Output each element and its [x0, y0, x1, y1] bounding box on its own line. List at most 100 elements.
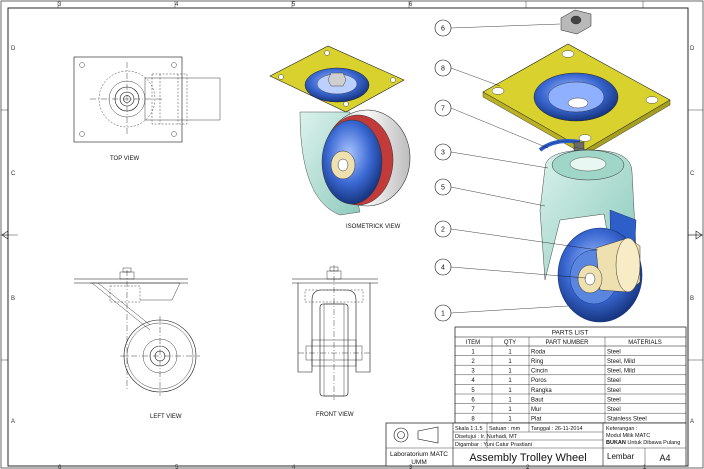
balloon-1: 1	[434, 304, 569, 322]
module-text: Modul Milik MATC	[606, 433, 650, 439]
zone-right-d: D	[690, 46, 695, 52]
svg-text:1: 1	[508, 388, 512, 394]
svg-text:Steel: Steel	[607, 407, 621, 413]
unit-text: Satuan : mm	[489, 426, 521, 432]
isometric-view: ISOMETRICK VIEW	[269, 45, 411, 230]
svg-text:1: 1	[508, 359, 512, 365]
drawing-title: Assembly Trolley Wheel	[469, 452, 586, 464]
svg-text:1: 1	[441, 311, 445, 318]
svg-text:Steel: Steel	[607, 378, 621, 384]
table-row: 4 1 Poros Steel	[471, 378, 620, 384]
svg-text:Steel, Mild: Steel, Mild	[607, 369, 635, 375]
svg-text:2: 2	[441, 227, 445, 234]
sheet-label: Lembar	[607, 452, 634, 461]
plate-part	[482, 43, 671, 156]
svg-text:Steel: Steel	[607, 349, 621, 355]
zone-right-a: A	[690, 419, 694, 425]
col-header-qty: QTY	[504, 340, 516, 346]
date-text: Tanggal : 26-11-2014	[531, 426, 583, 432]
parts-list-table: PARTS LIST ITEM QTY PART NUMBER MATERIAL…	[454, 326, 687, 424]
col-header-part-number: PART NUMBER	[545, 340, 589, 346]
svg-text:1: 1	[508, 349, 512, 355]
svg-text:Stainless Steel: Stainless Steel	[607, 417, 647, 423]
zone-top-1: 3	[58, 2, 62, 8]
balloon-7: 7	[434, 99, 549, 149]
table-row: 2 1 Ring Steel, Mild	[471, 359, 635, 365]
institution-name: UMM	[411, 459, 427, 466]
isometric-view-label: ISOMETRICK VIEW	[346, 224, 401, 230]
svg-text:6: 6	[58, 465, 62, 469]
zone-left-b: B	[11, 296, 15, 302]
zone-right-b: B	[690, 296, 694, 302]
remarks-label: Keterangan :	[606, 426, 638, 432]
svg-text:6: 6	[471, 397, 475, 403]
projection-symbol-icon	[393, 426, 439, 444]
nut-part	[560, 9, 592, 35]
paper-size: A4	[659, 453, 670, 463]
svg-text:Poros: Poros	[531, 378, 547, 384]
svg-text:Plat: Plat	[531, 417, 542, 423]
zone-right-c: C	[690, 171, 695, 177]
top-view: TOP VIEW	[73, 56, 221, 162]
svg-text:1: 1	[508, 417, 512, 423]
svg-text:2: 2	[526, 465, 530, 469]
svg-text:7: 7	[471, 407, 475, 413]
balloon-3: 3	[434, 143, 549, 169]
front-view: FRONT VIEW	[292, 265, 378, 418]
svg-text:Steel: Steel	[607, 388, 621, 394]
zone-top-3: 5	[292, 2, 296, 8]
balloon-5: 5	[434, 178, 546, 207]
parts-list-title: PARTS LIST	[552, 330, 589, 337]
zone-left-c: C	[11, 171, 16, 177]
svg-text:5: 5	[471, 388, 475, 394]
zone-left-a: A	[11, 419, 15, 425]
bushing-part	[595, 237, 641, 293]
zone-markers: 3 4 5 6 D C B A D C B A	[11, 2, 695, 425]
svg-text:6: 6	[441, 26, 445, 33]
svg-text:1: 1	[508, 397, 512, 403]
not-for-takeaway-text: BUKAN Untuk Dibawa Pulang	[606, 440, 680, 446]
top-view-label: TOP VIEW	[110, 156, 139, 162]
table-row: 7 1 Mur Steel	[471, 407, 620, 413]
svg-text:3: 3	[441, 150, 445, 157]
svg-text:4: 4	[471, 378, 475, 384]
balloon-2: 2	[434, 220, 599, 251]
axle-part	[577, 264, 603, 294]
lab-name: Laboratorium MATC	[390, 451, 448, 458]
left-view: LEFT VIEW	[74, 267, 200, 420]
zone-top-2: 4	[175, 2, 179, 8]
svg-text:Steel, Mild: Steel, Mild	[607, 359, 635, 365]
balloon-4: 4	[434, 258, 587, 279]
col-header-materials: MATERIALS	[628, 340, 662, 346]
title-block: Skala 1:1.5 Satuan : mm Tanggal : 26-11-…	[385, 422, 687, 467]
svg-text:8: 8	[471, 417, 475, 423]
col-header-item: ITEM	[466, 340, 480, 346]
zone-left-d: D	[11, 46, 16, 52]
zone-markers-bottom: 6 5 4 3 2 1	[58, 465, 647, 469]
exploded-view: 6 8 7 3 5 2 4	[434, 9, 671, 323]
svg-text:5: 5	[441, 185, 445, 192]
svg-text:7: 7	[441, 106, 445, 113]
table-row: 8 1 Plat Stainless Steel	[471, 417, 646, 423]
svg-text:Rangka: Rangka	[531, 388, 552, 394]
svg-text:3: 3	[471, 369, 475, 375]
zone-top-4: 6	[409, 2, 413, 8]
svg-text:3: 3	[409, 465, 413, 469]
balloon-8: 8	[434, 59, 501, 87]
svg-text:Cincin: Cincin	[531, 369, 548, 375]
svg-text:Steel: Steel	[607, 397, 621, 403]
svg-text:1: 1	[508, 378, 512, 384]
approved-by-text: Disetujui : Ir. Nurhadi, MT	[455, 434, 518, 440]
table-row: 6 1 Baut Steel	[471, 397, 620, 403]
svg-text:Ring: Ring	[531, 359, 543, 365]
svg-text:1: 1	[508, 407, 512, 413]
svg-text:1: 1	[471, 349, 475, 355]
table-row: 5 1 Rangka Steel	[471, 388, 620, 394]
svg-text:5: 5	[175, 465, 179, 469]
svg-text:8: 8	[441, 66, 445, 73]
svg-text:Roda: Roda	[531, 349, 546, 355]
balloon-6: 6	[434, 19, 561, 37]
ring-part	[538, 139, 581, 152]
svg-text:1: 1	[643, 465, 647, 469]
